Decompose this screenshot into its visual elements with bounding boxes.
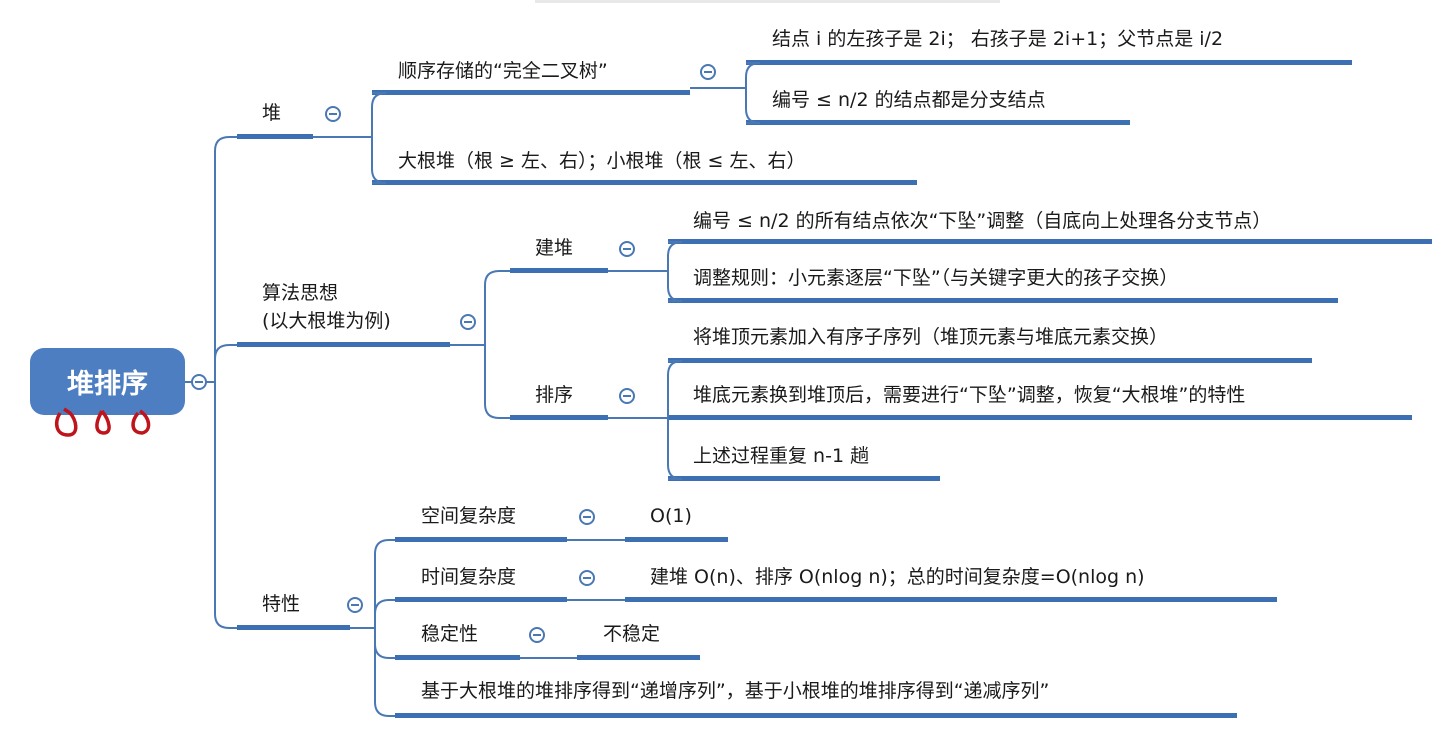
node-build-heap-label[interactable]: 建堆 xyxy=(535,237,574,259)
node-complete-tree-underline xyxy=(372,90,690,95)
properties-connector xyxy=(350,539,395,717)
node-stability-underline xyxy=(395,655,520,660)
root-node[interactable]: 堆排序 xyxy=(30,348,185,415)
node-time-value-underline xyxy=(625,597,1277,602)
node-child-index-underline xyxy=(746,60,1352,65)
node-time-label[interactable]: 时间复杂度 xyxy=(421,566,517,588)
top-toolbar-remnant xyxy=(535,0,1000,3)
node-properties-underline xyxy=(237,625,350,630)
node-child-index-label[interactable]: 结点 i 的左孩子是 2i； 右孩子是 2i+1；父节点是 i/2 xyxy=(772,28,1224,50)
node-stability-value-underline xyxy=(577,655,700,660)
node-sort-underline xyxy=(510,415,608,420)
algorithm-connector xyxy=(450,270,510,419)
node-sort-collapse-button[interactable] xyxy=(619,388,635,404)
node-sort-step3-label[interactable]: 上述过程重复 n-1 趟 xyxy=(693,445,870,467)
node-complete-tree-label[interactable]: 顺序存储的“完全二叉树” xyxy=(398,60,608,82)
node-build-rule-underline xyxy=(668,298,1338,303)
node-algorithm-label[interactable]: (以大根堆为例) xyxy=(262,310,391,332)
red-handwritten-annotation xyxy=(54,407,151,437)
node-heap-types-label[interactable]: 大根堆（根 ≥ 左、右）；小根堆（根 ≤ 左、右） xyxy=(398,150,806,172)
node-time-collapse-button[interactable] xyxy=(579,570,595,586)
node-build-rule-label[interactable]: 调整规则：小元素逐层“下坠”（与关键字更大的孩子交换） xyxy=(693,267,1179,289)
heap-connector xyxy=(313,92,387,184)
node-space-collapse-button[interactable] xyxy=(579,509,595,525)
node-branch-nodes-underline xyxy=(746,120,1130,125)
node-note-underline xyxy=(395,713,1237,718)
node-space-underline xyxy=(395,537,567,542)
node-space-value-underline xyxy=(625,537,728,542)
node-time-underline xyxy=(395,597,567,602)
node-heap-types-underline xyxy=(372,180,917,185)
node-space-value-label[interactable]: O(1) xyxy=(650,505,692,527)
root-collapse-button[interactable] xyxy=(191,374,207,390)
node-build-heap-collapse-button[interactable] xyxy=(619,241,635,257)
complete-tree-connector xyxy=(690,62,761,124)
node-space-label[interactable]: 空间复杂度 xyxy=(421,505,517,527)
root-label: 堆排序 xyxy=(67,369,148,400)
node-properties-collapse-button[interactable] xyxy=(347,597,363,613)
node-heap-collapse-button[interactable] xyxy=(325,106,341,122)
node-time-value-label[interactable]: 建堆 O(n)、排序 O(nlog n)；总的时间复杂度=O(nlog n) xyxy=(650,566,1145,588)
build-connector xyxy=(608,241,683,302)
node-build-heap-underline xyxy=(510,268,608,273)
node-sort-label[interactable]: 排序 xyxy=(535,384,574,406)
sort-connector xyxy=(608,360,683,480)
node-build-step-label[interactable]: 编号 ≤ n/2 的所有结点依次“下坠”调整（自底向上处理各分支节点） xyxy=(693,210,1272,232)
node-sort-step3-underline xyxy=(668,476,940,481)
node-heap-underline xyxy=(237,134,313,139)
node-branch-nodes-label[interactable]: 编号 ≤ n/2 的结点都是分支结点 xyxy=(772,89,1046,111)
node-heap-label[interactable]: 堆 xyxy=(262,102,282,124)
node-build-step-underline xyxy=(668,239,1432,244)
node-stability-collapse-button[interactable] xyxy=(529,627,545,643)
node-sort-step1-underline xyxy=(668,358,1312,363)
node-sort-step1-label[interactable]: 将堆顶元素加入有序子序列（堆顶元素与堆底元素交换） xyxy=(693,326,1169,348)
node-algorithm-collapse-button[interactable] xyxy=(460,314,476,330)
node-sort-step2-label[interactable]: 堆底元素换到堆顶后，需要进行“下坠”调整，恢复“大根堆”的特性 xyxy=(693,384,1246,406)
node-algorithm-line1-label[interactable]: 算法思想 xyxy=(262,282,339,304)
node-note-label[interactable]: 基于大根堆的堆排序得到“递增序列”，基于小根堆的堆排序得到“递减序列” xyxy=(421,680,1050,702)
node-sort-step2-underline xyxy=(668,415,1412,420)
node-complete-tree-collapse-button[interactable] xyxy=(700,64,716,80)
node-properties-label[interactable]: 特性 xyxy=(262,593,301,615)
node-stability-value-label[interactable]: 不稳定 xyxy=(603,623,661,645)
node-stability-label[interactable]: 稳定性 xyxy=(421,623,479,645)
node-algorithm-underline xyxy=(237,342,450,347)
